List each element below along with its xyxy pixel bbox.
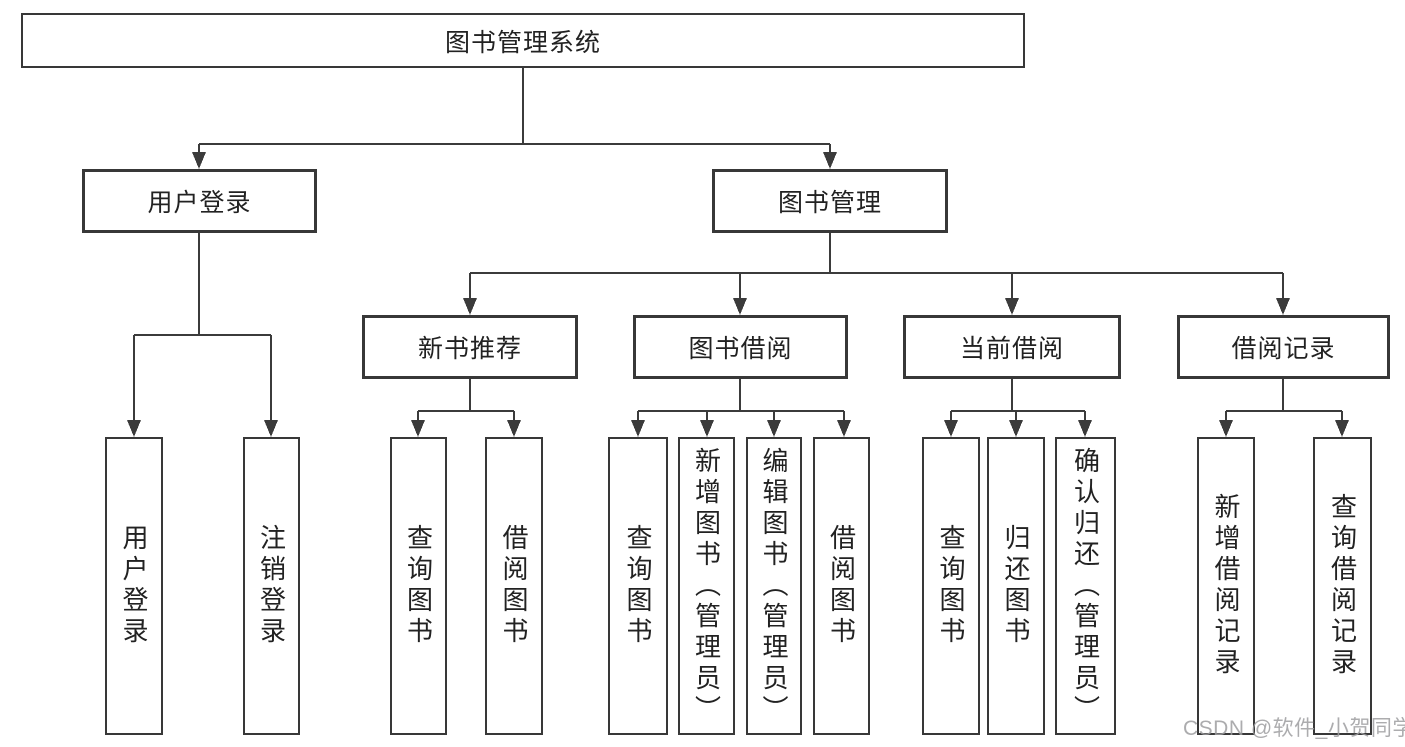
node-label: 查询图书 — [936, 524, 966, 648]
leaf-add-books-admin: 新增图书（管理员） — [678, 437, 735, 735]
node-label: 用户登录 — [147, 189, 252, 217]
leaf-confirm-return-admin: 确认归还（管理员） — [1055, 437, 1116, 735]
node-label: 编辑图书（管理员） — [759, 446, 789, 726]
leaf-borrow-books-recommend: 借阅图书 — [485, 437, 543, 735]
leaf-user-login: 用户登录 — [105, 437, 163, 735]
node-book-borrowing: 图书借阅 — [633, 315, 848, 379]
node-label: 当前借阅 — [959, 335, 1064, 363]
node-label: 图书借阅 — [688, 335, 793, 363]
connector-borrow-records-children — [1219, 379, 1349, 437]
watermark: CSDN @软件_小贺同学 — [1183, 717, 1405, 740]
connector-root-to-level2 — [192, 68, 837, 169]
connector-current-borrow-children — [944, 379, 1092, 437]
node-label: 图书管理系统 — [444, 28, 601, 57]
node-label: 图书管理 — [777, 189, 882, 217]
arrow-down-icon — [1219, 420, 1349, 437]
node-label: 借阅图书 — [826, 524, 857, 648]
node-label: 用户登录 — [119, 524, 149, 648]
node-label: 新增借阅记录 — [1211, 493, 1241, 679]
node-label: 注销登录 — [256, 524, 287, 648]
node-label: 查询借阅记录 — [1327, 493, 1358, 679]
node-label: 归还图书 — [1001, 524, 1031, 648]
node-current-borrowing: 当前借阅 — [903, 315, 1121, 379]
arrow-down-icon — [411, 420, 521, 437]
leaf-add-borrow-record: 新增借阅记录 — [1197, 437, 1255, 735]
node-book-management: 图书管理 — [712, 169, 948, 233]
leaf-borrow-books-borrowing: 借阅图书 — [813, 437, 870, 735]
node-label: 查询图书 — [623, 524, 653, 648]
leaf-return-books: 归还图书 — [987, 437, 1045, 735]
arrow-down-icon — [127, 420, 278, 437]
node-borrow-records: 借阅记录 — [1177, 315, 1390, 379]
leaf-query-books-borrowing: 查询图书 — [608, 437, 668, 735]
node-root-library-system: 图书管理系统 — [21, 13, 1025, 68]
leaf-edit-books-admin: 编辑图书（管理员） — [746, 437, 802, 735]
connector-new-books-children — [411, 379, 521, 437]
arrow-down-icon — [944, 420, 1092, 437]
node-label: 查询图书 — [403, 524, 434, 648]
node-label: 新书推荐 — [417, 335, 522, 363]
node-label: 确认归还（管理员） — [1070, 446, 1101, 726]
leaf-logout: 注销登录 — [243, 437, 300, 735]
leaf-query-borrow-record: 查询借阅记录 — [1313, 437, 1372, 735]
leaf-query-books-current: 查询图书 — [922, 437, 980, 735]
arrow-down-icon — [463, 298, 1290, 315]
connector-user-login-children — [127, 233, 278, 437]
leaf-query-books-recommend: 查询图书 — [390, 437, 447, 735]
node-label: 借阅图书 — [499, 524, 529, 648]
node-label: 新增图书（管理员） — [691, 446, 722, 726]
arrow-down-icon — [192, 152, 837, 169]
node-user-login: 用户登录 — [82, 169, 317, 233]
connector-book-mgmt-children — [463, 233, 1290, 315]
arrow-down-icon — [631, 420, 851, 437]
connector-book-borrow-children — [631, 379, 851, 437]
node-new-book-recommend: 新书推荐 — [362, 315, 578, 379]
node-label: 借阅记录 — [1231, 335, 1336, 363]
